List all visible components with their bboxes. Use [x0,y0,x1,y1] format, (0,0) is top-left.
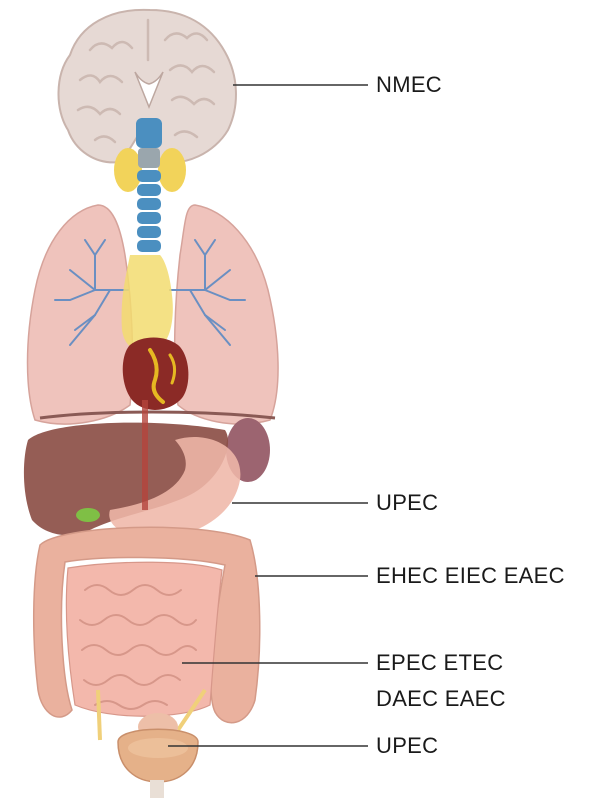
bladder [118,713,198,798]
label-large-intestine-strains: EHEC EIEC EAEC [376,563,565,589]
trachea [136,118,162,252]
aorta [142,400,148,510]
ureter-left [98,690,100,740]
gallbladder [76,508,100,522]
label-small-intestine-strains-line1: EPEC ETEC [376,650,503,676]
label-brain-nmec: NMEC [376,72,442,98]
label-small-intestine-strains-line2: DAEC EAEC [376,686,506,712]
heart [123,338,189,410]
label-bladder-upec: UPEC [376,733,438,759]
esophagus [122,255,173,352]
small-intestine [66,562,222,716]
label-kidney-upec: UPEC [376,490,438,516]
